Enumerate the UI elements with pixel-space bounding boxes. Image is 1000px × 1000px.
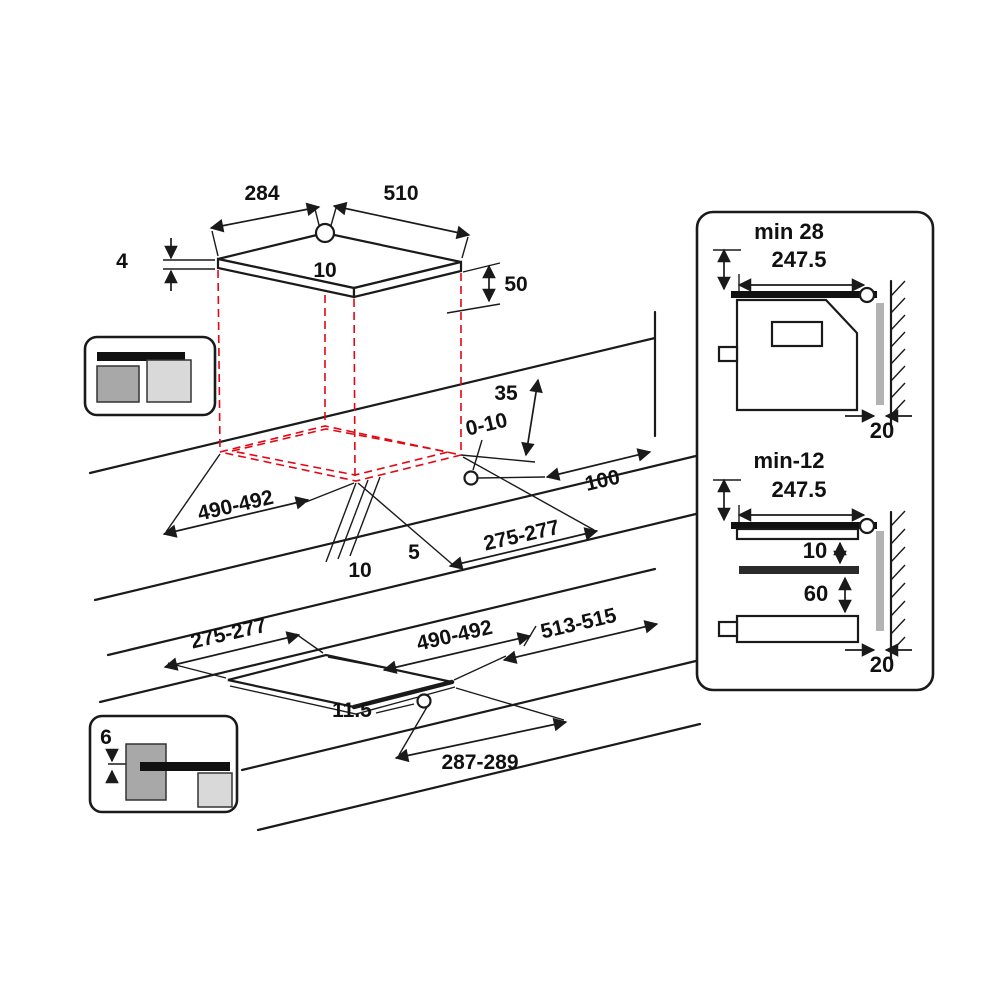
ext-line-35: [460, 454, 536, 463]
hob-isometric-view: 284 510 10 4 50: [116, 182, 528, 314]
projection-line-front: [353, 298, 356, 479]
dim-cutout-width-490: 490-492: [195, 486, 275, 526]
cabinet-section-top: [735, 298, 859, 412]
cabinet-section-bottom: [735, 614, 860, 644]
dim-clearance-50: 50: [504, 273, 527, 296]
shelf-section: [739, 566, 859, 574]
dim-rim-11-5: 11.5: [332, 699, 372, 722]
dim-back-35: 35: [494, 382, 518, 405]
projection-line-left: [217, 269, 221, 451]
ext2-490-left: [327, 656, 387, 669]
dim-gap-10: 10: [348, 559, 371, 582]
dim-cutout2-width-490: 490-492: [414, 616, 494, 656]
dim-line-100: [545, 448, 652, 481]
hob-glass-section-top: [731, 291, 877, 298]
leader-0-10: [472, 439, 483, 471]
fixing-point-bottom: [858, 517, 876, 535]
inset2-worktop-bar: [140, 762, 230, 771]
dim-cutout2-depth-275: 275-277: [188, 614, 268, 654]
dim-right-100: 100: [583, 466, 622, 496]
dim-min-12: min-12: [754, 448, 825, 473]
dim-cabinet-gap-60: 60: [804, 581, 828, 606]
dim2-line-287: [394, 717, 568, 763]
dim-overhang-0-10: 0-10: [463, 409, 509, 441]
dim-gap-5: 5: [408, 541, 420, 564]
worktop-back-edge: [88, 336, 657, 475]
cutout-inner-outline-dashed: [231, 428, 449, 476]
dim-shelf-gap-10: 10: [803, 538, 827, 563]
wall-spacer-bottom: [876, 531, 884, 631]
ext-line-275-right: [462, 456, 595, 531]
dim-center-247-top: 247.5: [771, 247, 826, 272]
rim-point-circle: [416, 693, 432, 709]
flush-mount-inset-bottom: 6: [88, 714, 239, 814]
worktop2-front-edge-1: [240, 658, 702, 772]
worktop2-front-edge-2: [256, 722, 702, 832]
leader-11-5: [375, 703, 415, 714]
leader-gap-2: [337, 479, 369, 560]
worktop-section-bottom: [735, 527, 860, 541]
side-section-panel: min 28 247.5 20 min-12 2: [695, 210, 935, 692]
ext2-287-right: [455, 687, 565, 721]
hob-glass-section-bottom: [731, 522, 877, 529]
worktop-cutout-projection: 35 0-10 100 490-492 275-277 10 5: [88, 243, 702, 657]
dim2-line-275: [163, 631, 301, 671]
ext2-275-right: [295, 633, 324, 654]
cabinet-bracket-top: [717, 345, 739, 363]
inset2-hob-block: [197, 772, 233, 808]
dim-line-275: [448, 527, 599, 570]
dim-wall-gap-20-bottom: 20: [870, 652, 894, 677]
wall-spacer-top: [876, 303, 884, 405]
ext-line-100: [477, 476, 546, 479]
dim-284: 284: [244, 182, 279, 205]
ext-line-510-right: [461, 236, 469, 259]
dim-line-284: [209, 202, 321, 233]
vent-opening: [770, 320, 824, 348]
dim-thickness-4: 4: [116, 250, 128, 273]
ext2-513: [453, 655, 507, 681]
hob-right-face: [352, 260, 463, 299]
ext-line-284-left: [211, 230, 219, 257]
dim-line-490: [162, 496, 310, 538]
dim-line-510: [332, 201, 471, 240]
inset-hob-block: [146, 359, 192, 403]
hob-corner-circle: [314, 222, 336, 244]
dim-hob2-depth-287: 287-289: [441, 751, 518, 774]
cabinet-bracket-bottom: [717, 620, 739, 638]
flush-mount-inset-top: [83, 335, 217, 417]
fixing-point-top: [858, 286, 876, 304]
cutout-front-rim: [351, 679, 455, 710]
ext-line-490-right: [305, 482, 355, 503]
dim-hob2-width-513: 513-515: [538, 604, 619, 644]
dim-flush-6: 6: [100, 726, 112, 749]
ext-line-50-bottom: [446, 303, 501, 314]
side-section-top: min 28 247.5 20: [713, 219, 912, 443]
worktop2-back-edge: [98, 567, 657, 704]
dim-center-247-bottom: 247.5: [771, 477, 826, 502]
ext2-275-left: [167, 662, 227, 679]
inset-cabinet-block: [96, 365, 140, 403]
leader-gap-1: [325, 482, 357, 563]
dim-wall-gap-20-top: 20: [870, 418, 894, 443]
dim-510: 510: [383, 182, 418, 205]
inset-worktop-bar: [97, 352, 185, 361]
dim-min-28: min 28: [754, 219, 824, 244]
dim-surface-10: 10: [313, 259, 336, 282]
ext-line-50-top: [462, 262, 501, 273]
side-section-bottom: min-12 247.5 10 60 20: [713, 448, 912, 677]
reference-point-circle: [463, 470, 479, 486]
dim2-line-490: [382, 632, 532, 674]
ext-line-275-left: [357, 482, 453, 565]
dim-line-35: [521, 378, 543, 457]
inset2-cabinet-block: [125, 743, 167, 801]
leader-gap-3: [349, 476, 381, 557]
